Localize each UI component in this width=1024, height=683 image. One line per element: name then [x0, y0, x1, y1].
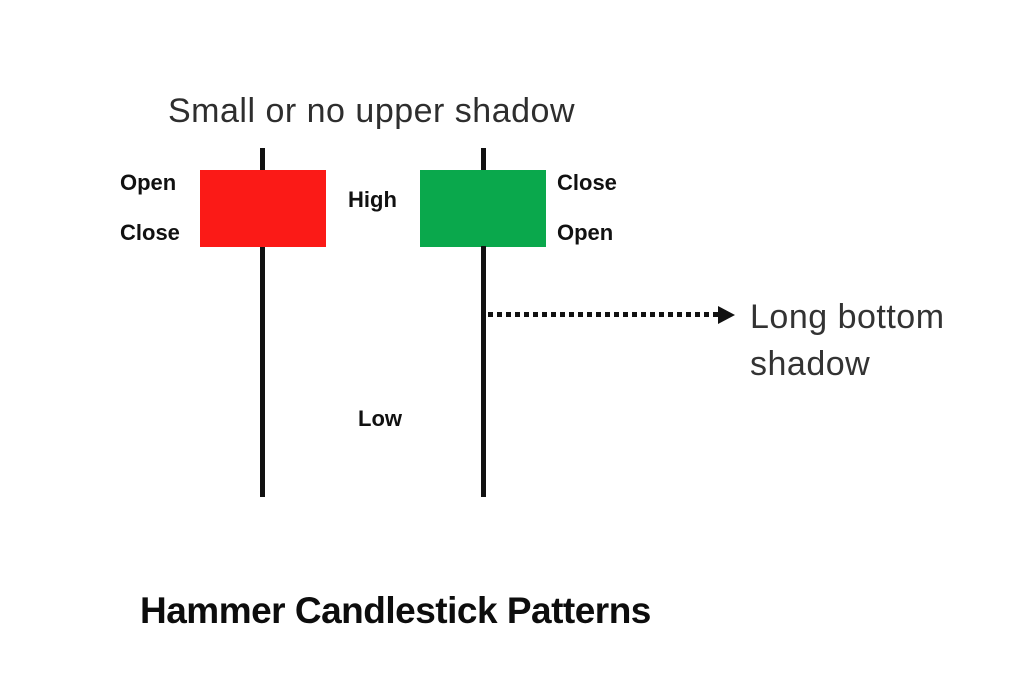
lower-shadow-annotation-line1: Long bottom: [750, 298, 945, 336]
arrow-right-icon: [718, 306, 735, 324]
lower-shadow-annotation: Long bottom shadow: [750, 294, 990, 388]
red-candle-lower-wick: [260, 247, 265, 497]
red-candle-open-label: Open: [120, 170, 177, 195]
upper-shadow-annotation: Small or no upper shadow: [168, 92, 576, 130]
red-candle-body: [200, 170, 326, 247]
green-candle-upper-wick: [481, 148, 486, 171]
green-candle-lower-wick: [481, 246, 486, 497]
low-label: Low: [358, 406, 402, 431]
dotted-arrow-line: [488, 312, 718, 317]
diagram-title: Hammer Candlestick Patterns: [140, 590, 651, 631]
green-candle-close-label: Close: [557, 170, 617, 195]
lower-shadow-annotation-line2: shadow: [750, 345, 871, 383]
high-label: High: [348, 187, 397, 212]
green-candle-body: [420, 170, 546, 247]
green-candle-open-label: Open: [557, 220, 614, 245]
red-candle-upper-wick: [260, 148, 265, 171]
red-candle-close-label: Close: [120, 220, 180, 245]
